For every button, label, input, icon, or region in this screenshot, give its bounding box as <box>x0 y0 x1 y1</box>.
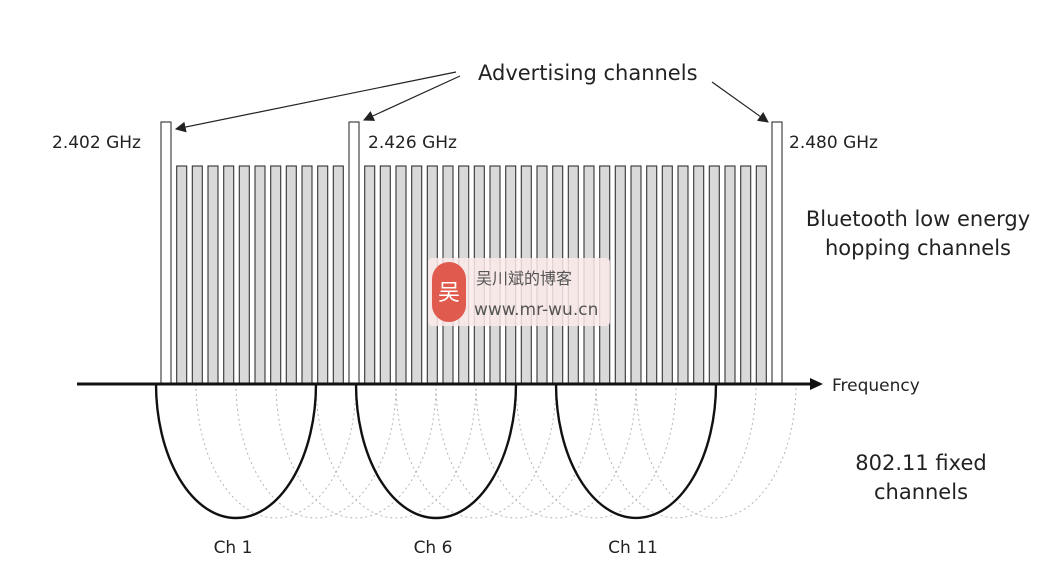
ble-data-channel-bar <box>411 165 423 385</box>
wifi-overlapping-channel-lobe <box>315 383 477 519</box>
ble-advertising-channel-bar <box>348 121 360 385</box>
ble-data-channel-bar <box>176 165 188 385</box>
watermark-background <box>428 258 610 326</box>
wifi-overlapping-channel-lobe <box>195 383 357 519</box>
wifi-channel-label-1: Ch 1 <box>214 538 253 558</box>
ble-data-channel-bar <box>379 165 391 385</box>
wifi-overlapping-channel-lobe <box>595 383 757 519</box>
frequency-label-2402: 2.402 GHz <box>52 133 141 153</box>
advertising-channels-label: Advertising channels <box>478 61 698 85</box>
wifi-overlapping-channel-lobe <box>395 383 557 519</box>
ble-data-channel-bar <box>254 165 266 385</box>
watermark-logo <box>432 262 466 322</box>
wifi-overlapping-channel-lobe <box>435 383 597 519</box>
ble-data-channel-bar <box>724 165 736 385</box>
ble-advertising-channel-bar <box>771 121 783 385</box>
ble-data-channel-bar <box>755 165 767 385</box>
ble-data-channel-bar <box>614 165 626 385</box>
advertising-arrow-middle <box>363 75 461 121</box>
advertising-arrow-right <box>711 81 769 123</box>
wifi-overlapping-channel-lobe <box>275 383 437 519</box>
ble-description-line1: Bluetooth low energy <box>806 207 1030 231</box>
frequency-axis-label: Frequency <box>832 376 920 396</box>
ble-data-channel-bar <box>301 165 313 385</box>
ble-data-channel-bar <box>646 165 658 385</box>
watermark-logo-glyph: 吴 <box>438 281 460 306</box>
frequency-label-2426: 2.426 GHz <box>368 133 457 153</box>
wifi-overlapping-channel-lobe <box>235 383 397 519</box>
watermark-title: 吴川斌的博客 <box>476 269 572 288</box>
ble-description-line2: hopping channels <box>825 236 1011 260</box>
ble-data-channel-bar <box>270 165 282 385</box>
ble-channel-bars <box>160 121 783 385</box>
advertising-arrow-left <box>174 71 457 133</box>
ble-data-channel-bar <box>223 165 235 385</box>
ble-advertising-channel-bar <box>160 121 172 385</box>
wifi-channel-label-6: Ch 6 <box>414 538 453 558</box>
frequency-label-2480: 2.480 GHz <box>789 133 878 153</box>
ble-data-channel-bar <box>395 165 407 385</box>
ble-data-channel-bar <box>317 165 329 385</box>
ble-data-channel-bar <box>740 165 752 385</box>
wifi-overlapping-channels <box>195 383 797 519</box>
ble-data-channel-bar <box>693 165 705 385</box>
ble-data-channel-bar <box>677 165 689 385</box>
wifi-overlapping-channel-lobe <box>635 383 797 519</box>
ble-data-channel-bar <box>191 165 203 385</box>
ble-data-channel-bar <box>708 165 720 385</box>
wifi-description-line1: 802.11 fixed <box>855 451 986 475</box>
ble-data-channel-bar <box>238 165 250 385</box>
ble-data-channel-bar <box>332 165 344 385</box>
wifi-fixed-channel-lobe <box>154 383 318 520</box>
wifi-channel-label-11: Ch 11 <box>608 538 658 558</box>
wifi-fixed-channel-lobe <box>554 383 718 520</box>
wifi-overlapping-channel-lobe <box>515 383 677 519</box>
wifi-overlapping-channel-lobe <box>475 383 637 519</box>
wifi-fixed-channel-lobe <box>354 383 518 520</box>
wifi-description-line2: channels <box>874 480 968 504</box>
frequency-axis-arrow-icon <box>810 378 823 390</box>
ble-data-channel-bar <box>630 165 642 385</box>
ble-data-channel-bar <box>207 165 219 385</box>
ble-data-channel-bar <box>364 165 376 385</box>
ble-data-channel-bar <box>661 165 673 385</box>
ble-data-channel-bar <box>285 165 297 385</box>
wifi-fixed-channels <box>154 383 718 520</box>
watermark-url: www.mr-wu.cn <box>474 300 598 320</box>
watermark: 吴 吴川斌的博客 www.mr-wu.cn <box>428 258 610 326</box>
